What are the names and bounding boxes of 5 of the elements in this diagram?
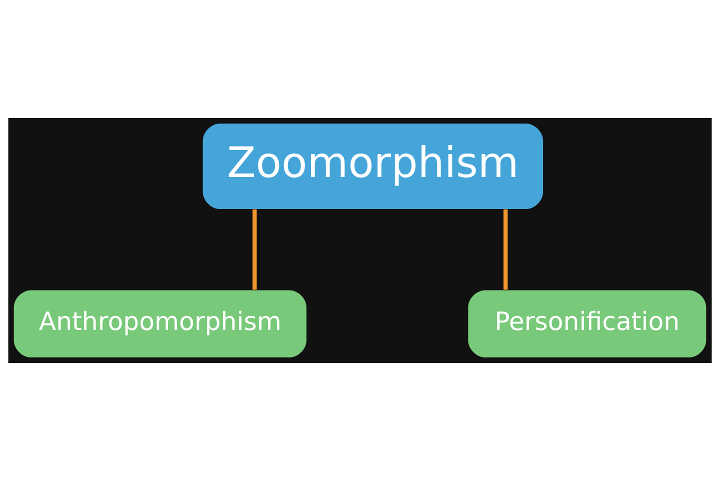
- connector: [504, 208, 508, 290]
- node-box: Personification: [468, 290, 706, 357]
- connector: [252, 208, 257, 290]
- node-box: Zoomorphism: [202, 123, 544, 208]
- node-box: Anthropomorphism: [14, 290, 306, 357]
